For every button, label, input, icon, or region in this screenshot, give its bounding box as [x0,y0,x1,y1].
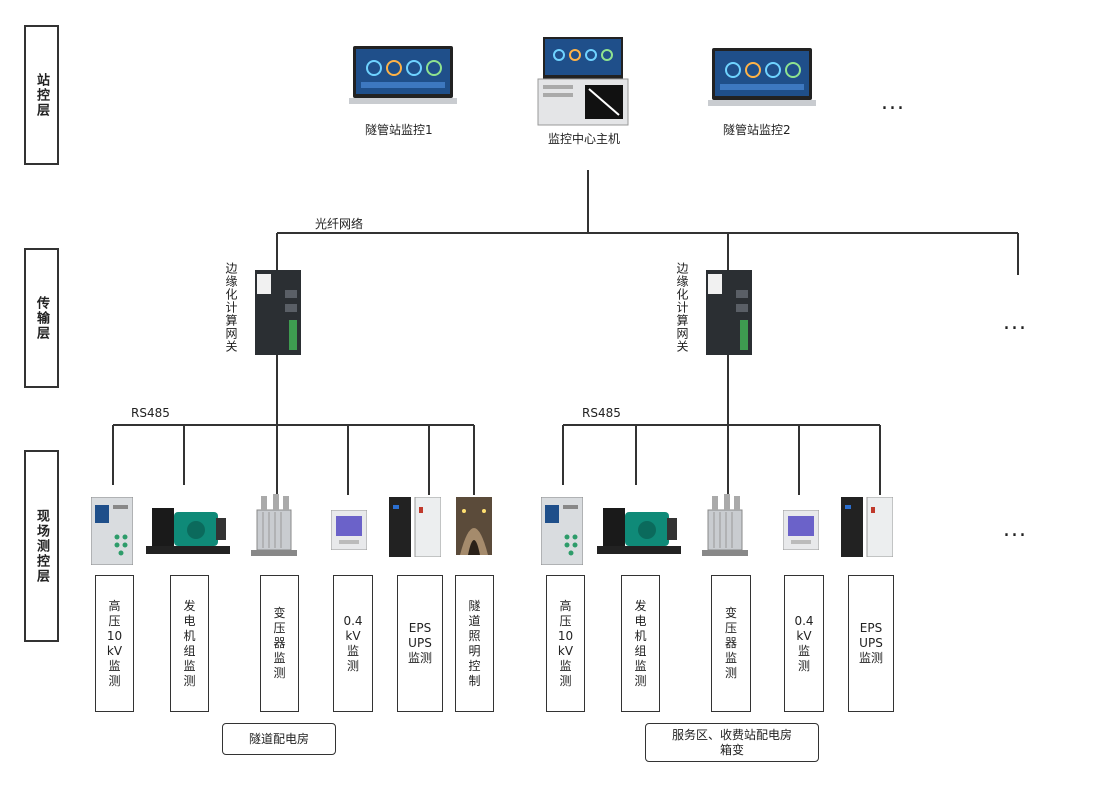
func-label: EPS UPS 监测 [407,621,432,665]
edge-gateway-icon [706,270,752,355]
generator-icon [146,500,230,554]
transformer-icon [698,492,752,558]
func-label: 高 压 10 kV 监 测 [557,598,574,688]
func-label: 隧 道 照 明 控 制 [468,598,481,688]
monitor-2-label: 隧管站监控2 [723,123,791,137]
func-label: 0.4 kV 监 测 [343,613,363,673]
gateway-right-label: 边缘化计算网关 [675,262,689,353]
field-more-indicator: ... [1003,517,1027,542]
monitor-1-label: 隧管站监控1 [365,123,433,137]
fiber-network-label: 光纤网络 [315,217,364,231]
func-label: 发 电 机 组 监 测 [634,598,647,688]
power-meter-icon [330,509,368,551]
func-box-lighting-left: 隧 道 照 明 控 制 [455,575,494,712]
func-box-generator-left: 发 电 机 组 监 测 [170,575,209,712]
monitor-icon [708,48,816,108]
layer-station-label: 站控层 [34,72,49,118]
protection-relay-icon [90,496,134,566]
func-label: 变 压 器 监 测 [724,606,737,680]
layer-transport: 传输层 [24,248,59,388]
gateway-left-label: 边缘化计算网关 [224,262,238,353]
ups-cabinet-icon [841,496,894,558]
func-box-ups-left: EPS UPS 监测 [397,575,443,712]
layer-station: 站控层 [24,25,59,165]
transformer-icon [247,492,301,558]
station-more-indicator: ... [881,90,905,115]
layer-transport-label: 传输层 [34,295,49,341]
rs485-right-label: RS485 [582,406,621,420]
func-box-lv-right: 0.4 kV 监 测 [784,575,824,712]
func-label: 0.4 kV 监 测 [794,613,814,673]
host-computer-icon [535,37,630,127]
func-box-generator-right: 发 电 机 组 监 测 [621,575,660,712]
rs485-left-label: RS485 [131,406,170,420]
group-tunnel-substation: 隧道配电房 [222,723,336,755]
func-box-ups-right: EPS UPS 监测 [848,575,894,712]
power-meter-icon [782,509,820,551]
func-label: 发 电 机 组 监 测 [183,598,196,688]
edge-gateway-icon [255,270,301,355]
group-service-area-substation: 服务区、收费站配电房 箱变 [645,723,819,762]
host-label: 监控中心主机 [548,132,621,146]
func-box-lv-left: 0.4 kV 监 测 [333,575,373,712]
func-box-hv-left: 高 压 10 kV 监 测 [95,575,134,712]
network-more-indicator: ... [1003,310,1027,335]
layer-field-label: 现场测控层 [34,508,49,584]
func-label: 变 压 器 监 测 [273,606,286,680]
monitor-icon [349,46,457,106]
func-box-transformer-right: 变 压 器 监 测 [711,575,751,712]
protection-relay-icon [540,496,584,566]
tunnel-light-icon [456,497,492,555]
func-label: 高 压 10 kV 监 测 [106,598,123,688]
func-box-hv-right: 高 压 10 kV 监 测 [546,575,585,712]
ups-cabinet-icon [389,496,442,558]
generator-icon [597,500,681,554]
layer-field: 现场测控层 [24,450,59,642]
func-label: EPS UPS 监测 [858,621,883,665]
func-box-transformer-left: 变 压 器 监 测 [260,575,299,712]
